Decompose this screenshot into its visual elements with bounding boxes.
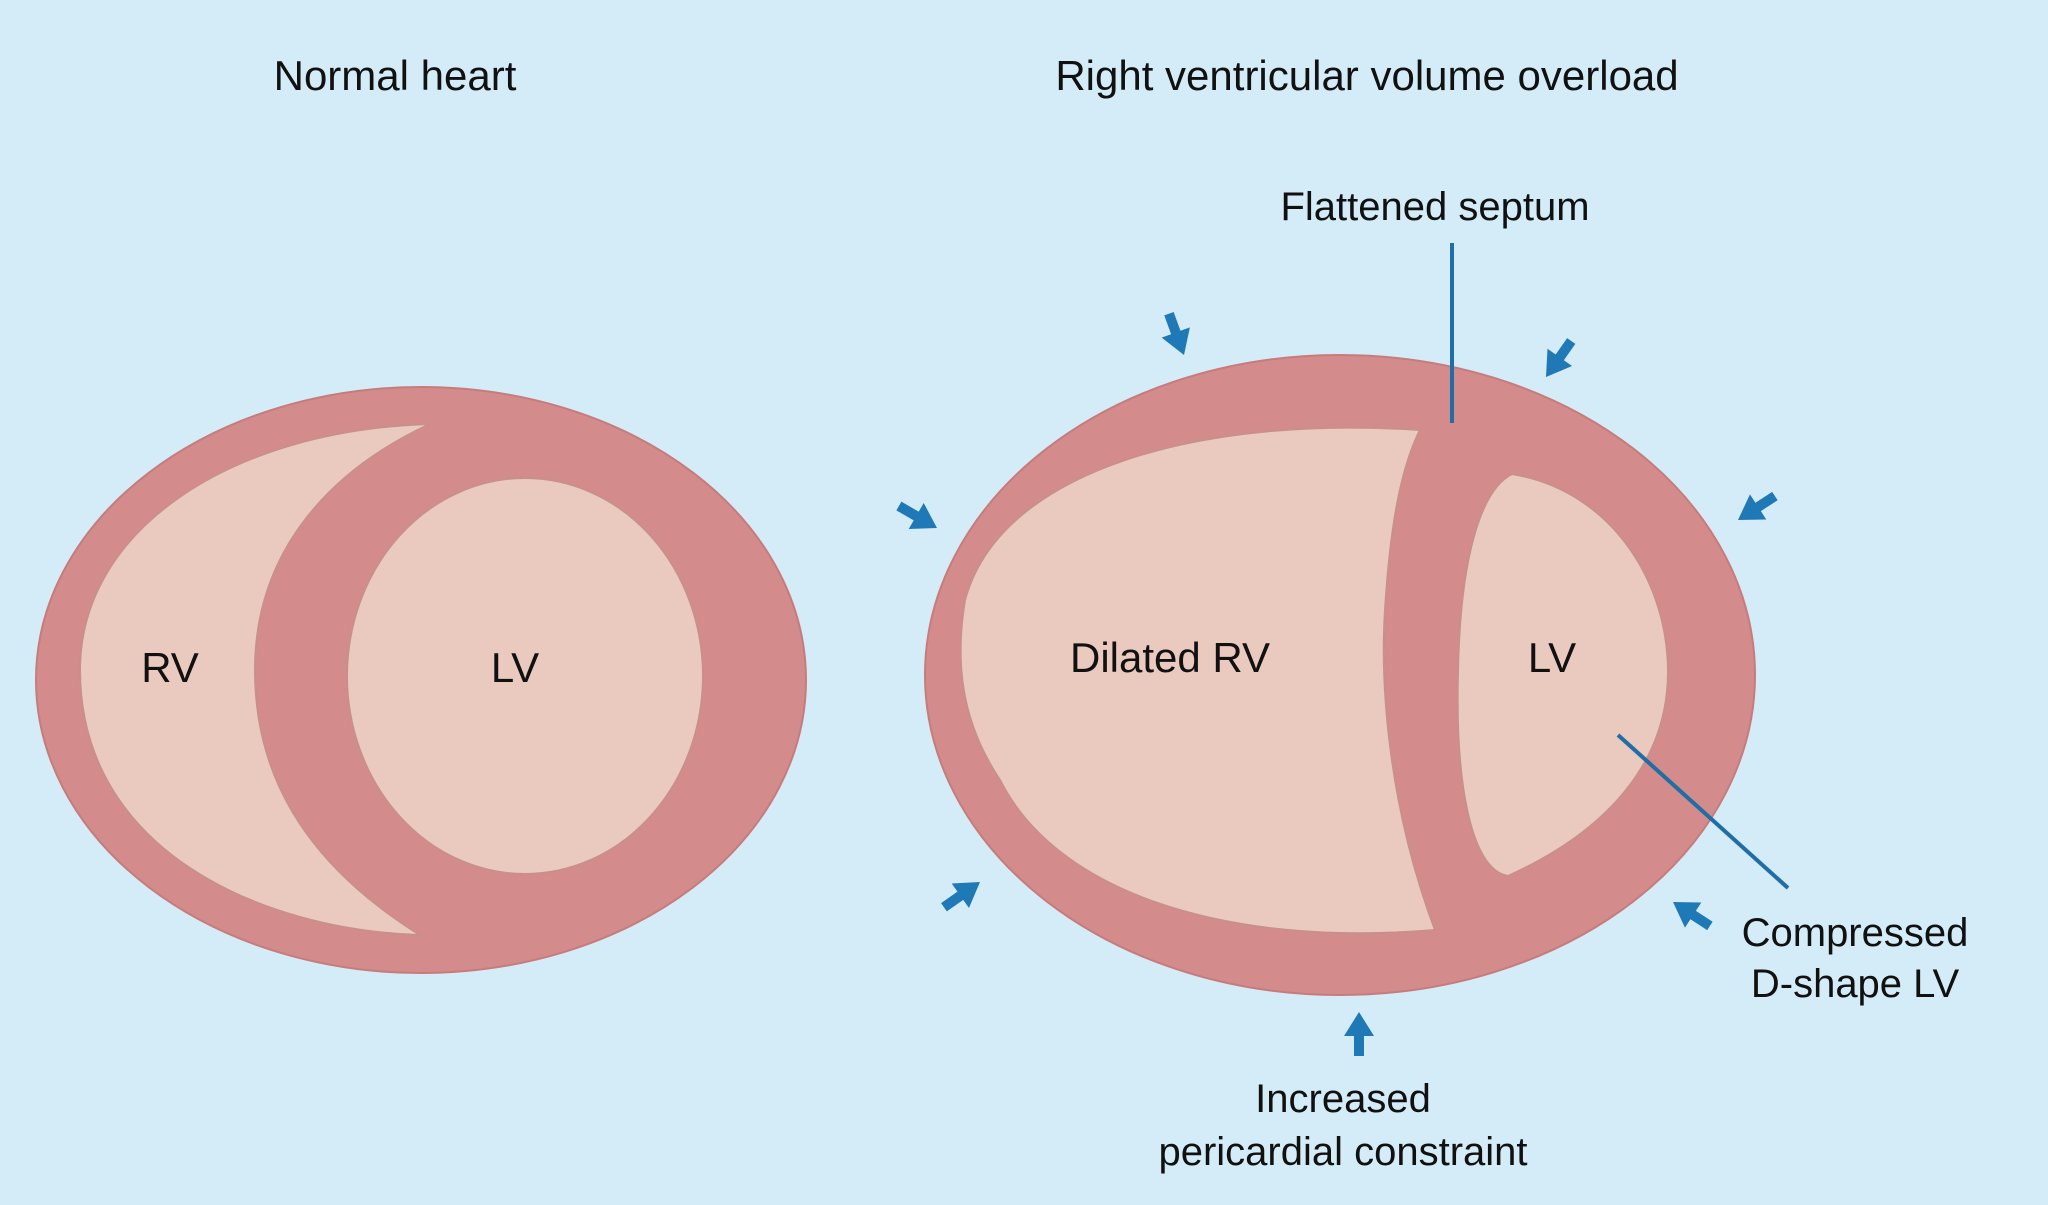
compressed-lv-cavity [1456,472,1670,878]
overload-heart [924,354,1756,996]
normal-lv-cavity [346,477,704,875]
normal-lv-label: LV [491,644,539,691]
normal-rv-label: RV [141,644,199,691]
lv-callout-line1: Compressed [1742,911,1969,955]
septum-label: Flattened septum [1280,185,1589,229]
normal-heart [35,386,807,974]
normal-title: Normal heart [274,52,517,99]
normal-rv-cavity [78,423,431,937]
dilated-rv-label: Dilated RV [1070,634,1270,681]
lv-leader-line [1616,733,1790,890]
dilated-rv-cavity [959,426,1437,935]
constraint-line2: pericardial constraint [1158,1130,1527,1174]
lv-callout-line2: D-shape LV [1751,962,1960,1006]
constraint-line1: Increased [1255,1077,1431,1121]
overload-title: Right ventricular volume overload [1055,52,1678,99]
overload-lv-label: LV [1528,634,1576,681]
